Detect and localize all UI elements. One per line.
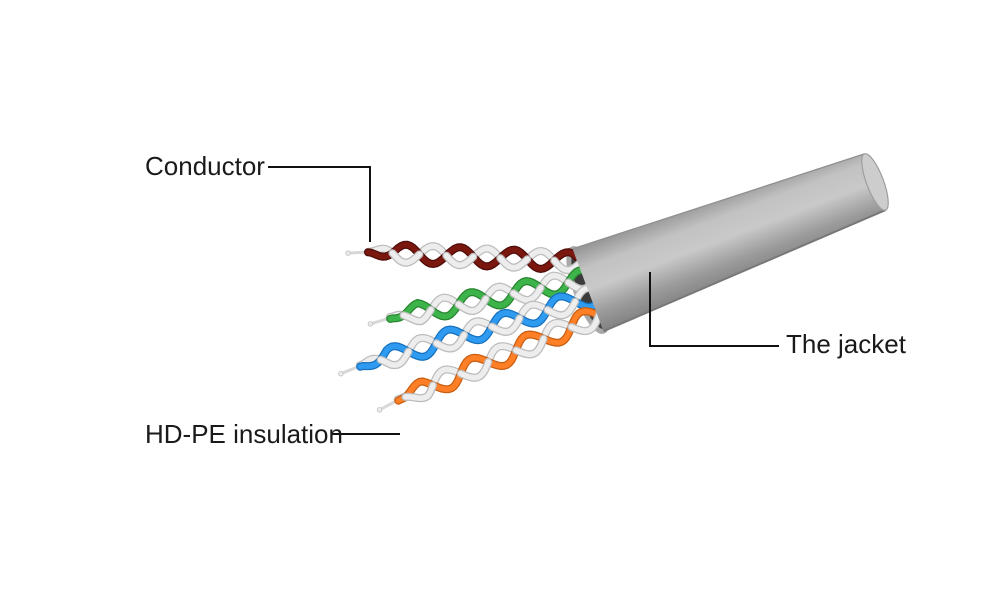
jacket-callout-line bbox=[649, 272, 779, 347]
label-the-jacket: The jacket bbox=[786, 329, 906, 359]
twisted-pair-maroon bbox=[345, 240, 591, 275]
jacket-end-cap bbox=[861, 153, 889, 211]
label-hdpe-insulation: HD-PE insulation bbox=[145, 419, 343, 449]
annotation-lines bbox=[268, 166, 779, 435]
twisted-pairs bbox=[338, 240, 608, 413]
twisted-pair-blue bbox=[338, 283, 601, 377]
label-conductor: Conductor bbox=[145, 151, 265, 181]
cable-jacket bbox=[572, 153, 889, 333]
twisted-pair-orange bbox=[376, 306, 608, 413]
conductor-callout-line bbox=[268, 166, 371, 242]
